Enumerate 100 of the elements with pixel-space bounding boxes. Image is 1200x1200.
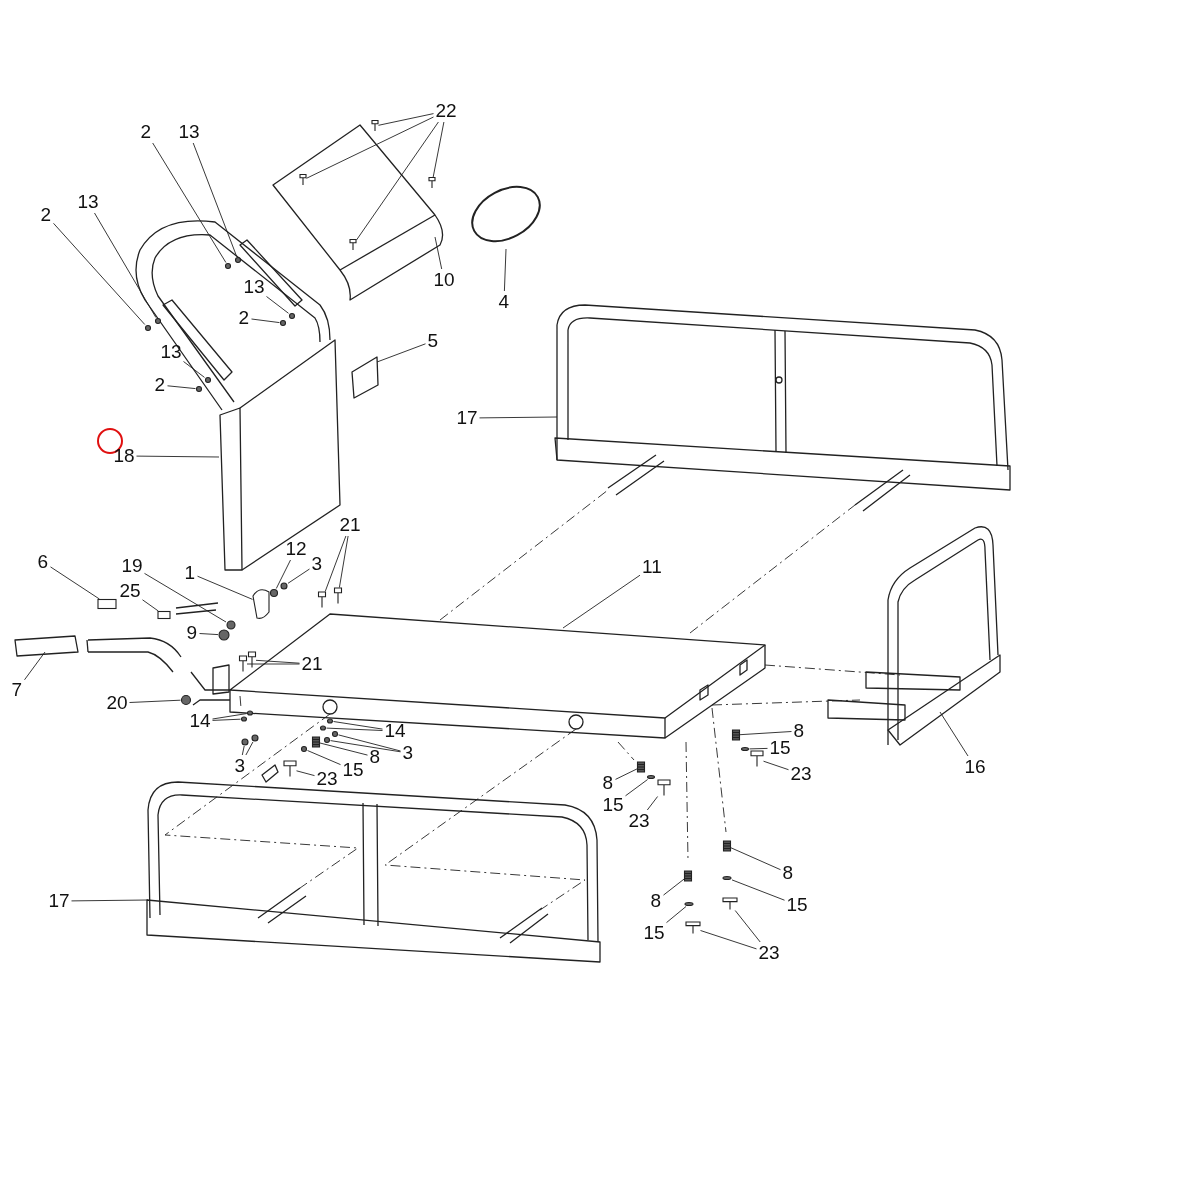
leader-line — [434, 236, 443, 270]
leader-line — [307, 750, 341, 766]
callout-number: 8 — [601, 773, 615, 793]
washer — [218, 629, 230, 641]
washer — [154, 317, 162, 325]
leader-line — [50, 566, 100, 600]
spring — [722, 840, 732, 852]
bolt — [750, 750, 764, 768]
callout-number: 23 — [789, 764, 813, 784]
washer — [684, 901, 694, 907]
leader-line — [152, 142, 227, 263]
leader-line — [142, 599, 159, 612]
washer — [180, 694, 192, 706]
leader-line — [183, 361, 205, 378]
leader-line — [94, 212, 157, 318]
leader-line — [129, 699, 181, 703]
callout-number: 17 — [455, 408, 479, 428]
callout-number: 16 — [963, 757, 987, 777]
callout-number: 6 — [36, 552, 50, 572]
leader-line — [376, 343, 426, 363]
callout-number: 14 — [188, 711, 212, 731]
spring — [636, 761, 646, 773]
callout-number: 20 — [105, 693, 129, 713]
spring — [731, 729, 741, 741]
callout-number: 7 — [10, 680, 24, 700]
callout-number: 15 — [341, 760, 365, 780]
leader-line — [287, 568, 310, 584]
callout-number: 15 — [601, 795, 625, 815]
leader-line — [245, 741, 254, 756]
callout-number: 12 — [284, 539, 308, 559]
bolt — [428, 176, 436, 189]
bolt — [657, 779, 671, 797]
callout-number: 17 — [47, 891, 71, 911]
leader-line — [939, 711, 969, 757]
leader-line — [326, 727, 383, 731]
callout-number: 23 — [627, 811, 651, 831]
callout-number: 23 — [315, 769, 339, 789]
leader-line — [338, 734, 401, 752]
leader-line — [615, 768, 638, 780]
leader-line — [167, 385, 196, 390]
leader-line — [275, 559, 291, 589]
bolt — [349, 238, 357, 251]
leader-line — [356, 121, 439, 241]
callout-number: 15 — [642, 923, 666, 943]
leader-line — [330, 740, 401, 753]
leader-line — [731, 879, 785, 901]
leader-line — [730, 847, 781, 871]
spring — [683, 870, 693, 882]
callout-number: 3 — [233, 756, 247, 776]
washer — [241, 738, 249, 746]
washer — [319, 725, 327, 731]
callout-number: 10 — [432, 270, 456, 290]
washer — [226, 620, 236, 630]
leader-line — [763, 760, 789, 771]
leader-line — [503, 248, 507, 292]
leader-line — [246, 663, 300, 665]
callout-number: 13 — [76, 192, 100, 212]
pin — [97, 598, 117, 610]
washer — [300, 745, 308, 753]
callout-number: 8 — [792, 721, 806, 741]
washer — [269, 588, 279, 598]
callout-number: 8 — [649, 891, 663, 911]
leader-line — [479, 416, 558, 419]
bolt — [238, 655, 248, 673]
callout-number: 2 — [139, 122, 153, 142]
leader-line — [251, 318, 280, 324]
washer — [224, 262, 232, 270]
leader-line — [625, 779, 649, 797]
washer — [323, 736, 331, 744]
bolt — [333, 587, 343, 605]
leader-line — [53, 222, 146, 325]
washer — [722, 875, 732, 881]
leader-line — [338, 535, 349, 588]
washer — [234, 256, 242, 264]
spring — [311, 736, 321, 748]
callout-number: 3 — [401, 743, 415, 763]
washer — [279, 319, 287, 327]
washer — [240, 716, 248, 722]
leader-line — [666, 906, 687, 924]
leader-line — [241, 745, 245, 756]
leader-line — [296, 770, 315, 777]
callout-number: 8 — [781, 863, 795, 883]
leader-line — [646, 796, 659, 811]
leader-line — [319, 742, 368, 756]
leader-line — [266, 296, 289, 314]
callout-number: 13 — [242, 277, 266, 297]
leader-line — [700, 930, 757, 950]
washer — [646, 774, 656, 780]
callout-number: 2 — [39, 205, 53, 225]
callout-number: 8 — [368, 747, 382, 767]
callout-number: 4 — [497, 292, 511, 312]
callout-number: 3 — [310, 554, 324, 574]
bolt — [283, 760, 297, 778]
washer — [246, 710, 254, 716]
callout-number: 14 — [383, 721, 407, 741]
bolt — [722, 897, 738, 911]
callout-number: 18 — [112, 446, 136, 466]
washer — [204, 376, 212, 384]
leader-line — [24, 651, 46, 681]
washer — [740, 746, 750, 752]
